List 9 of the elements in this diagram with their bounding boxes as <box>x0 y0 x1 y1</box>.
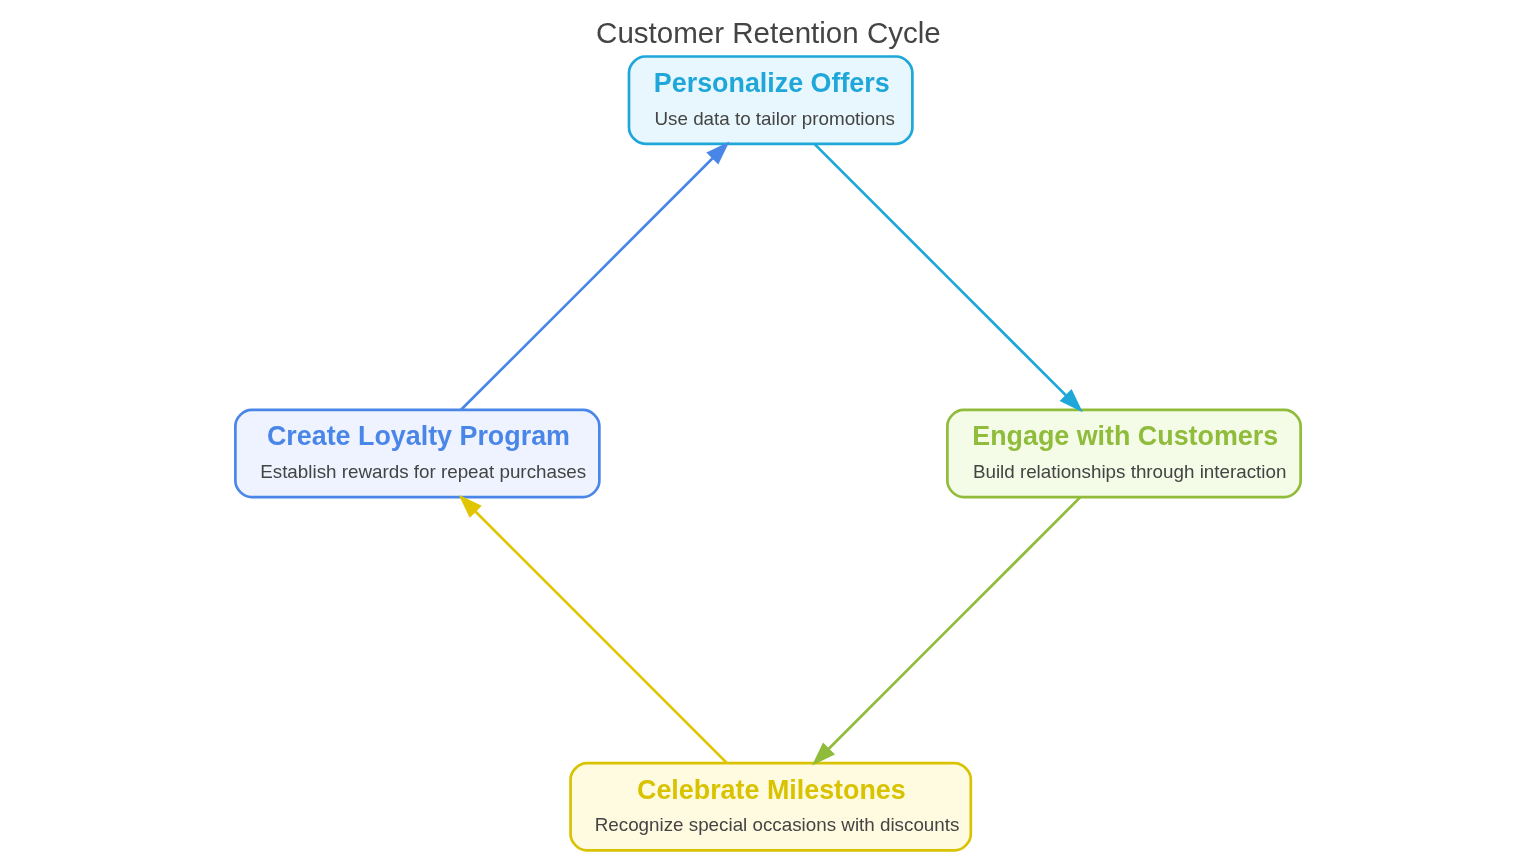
node-box: Engage with Customers Build relationships through interaction <box>946 408 1302 499</box>
diagram-title: Customer Retention Cycle <box>596 15 941 49</box>
node-box: Create Loyalty Program Establish rewards for repeat purchases <box>234 408 601 499</box>
arrow <box>813 142 1083 413</box>
node-box: Personalize Offers Use data to tailor promotions <box>627 55 914 146</box>
arrow <box>811 496 1082 766</box>
arrow <box>460 141 730 411</box>
arrow <box>458 494 728 765</box>
node-box: Celebrate Milestones Recognize special occasions with discounts <box>569 761 973 852</box>
